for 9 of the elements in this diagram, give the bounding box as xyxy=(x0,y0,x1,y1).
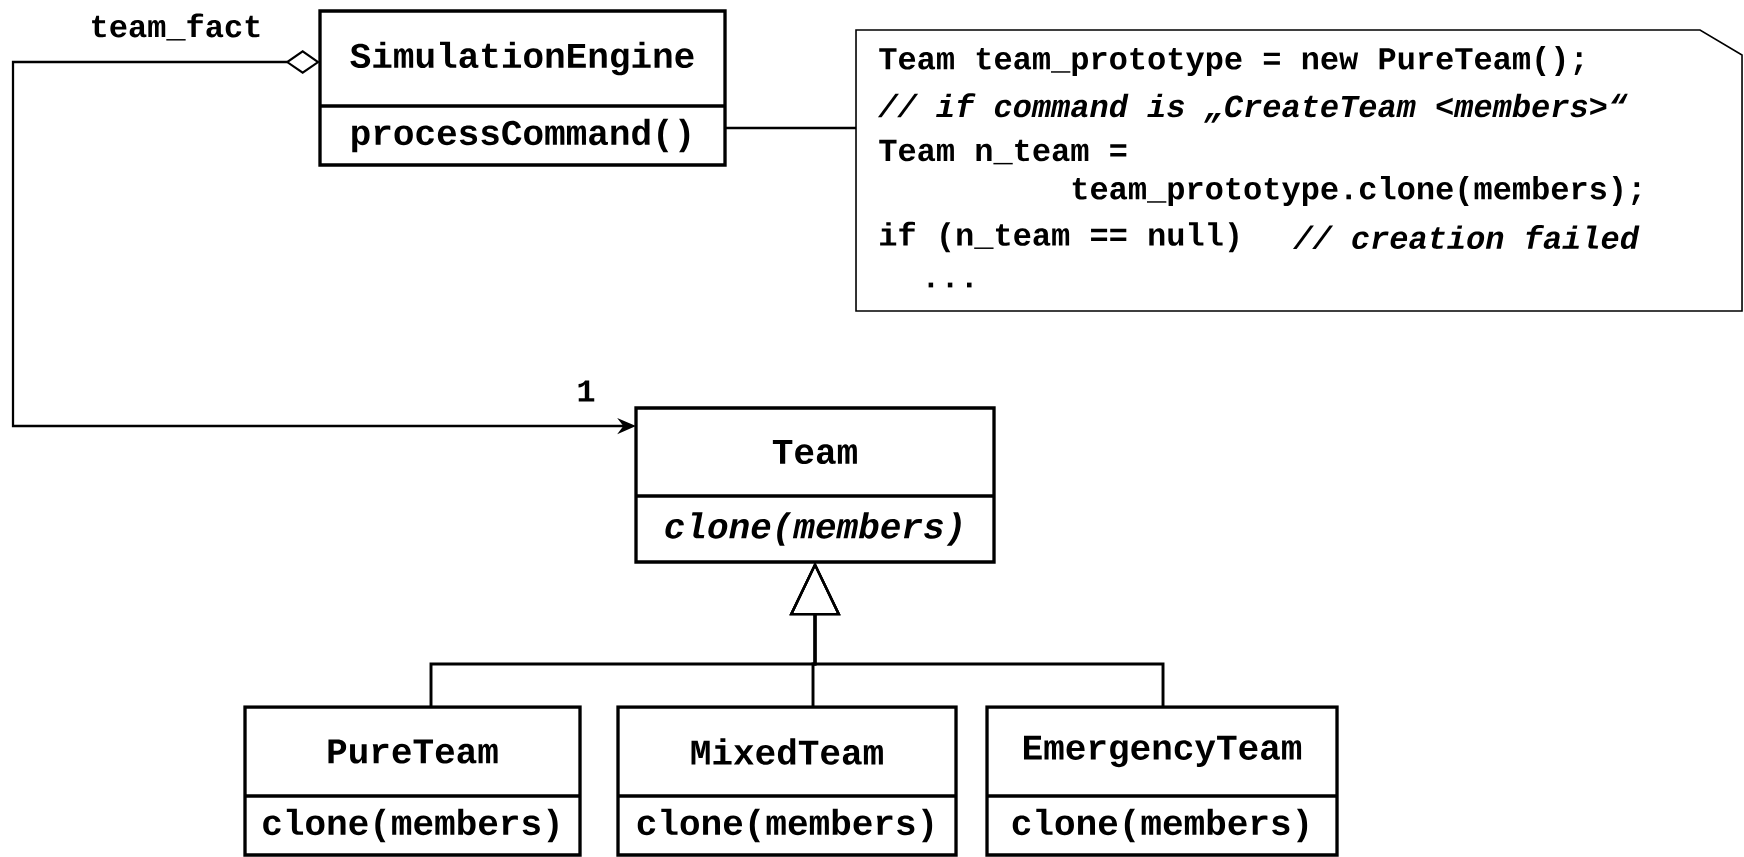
note-connector xyxy=(725,126,856,130)
note: Team team_prototype = new PureTeam(); // if command is „CreateTeam <members>“ Team n_team = team_prototype.clone(members); if (n_team == null) // creation failed ... xyxy=(855,29,1743,312)
multiplicity-label: 1 xyxy=(578,380,595,402)
role-name: team_fact xyxy=(92,13,260,41)
class-box: Team clone(members) xyxy=(634,406,996,564)
class-box: EmergencyTeam clone(members) xyxy=(985,705,1339,857)
class-box: MixedTeam clone(members) xyxy=(616,705,958,857)
class-box: SimulationEngine processCommand() xyxy=(318,9,727,167)
class-box: PureTeam clone(members) xyxy=(243,705,582,857)
